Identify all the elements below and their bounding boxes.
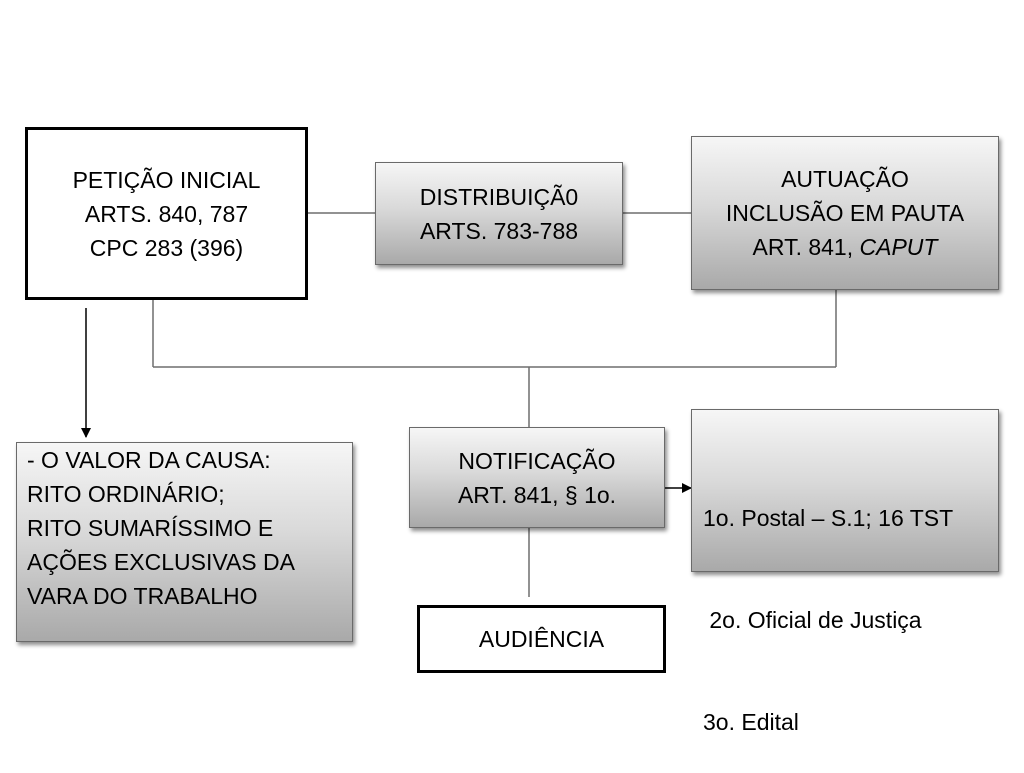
notificacao-box: NOTIFICAÇÃO ART. 841, § 1o. — [409, 427, 665, 528]
distribuicao-arts: ARTS. 783-788 — [419, 217, 579, 244]
valor-causa-box: - O VALOR DA CAUSA: RITO ORDINÁRIO; RITO… — [16, 442, 353, 642]
autuacao-art: ART. 841, CAPUT — [753, 230, 938, 264]
autuacao-art-caput: CAPUT — [859, 234, 938, 260]
audiencia-label: AUDIÊNCIA — [478, 626, 605, 652]
valor-line: VARA DO TRABALHO — [27, 583, 258, 609]
autuacao-inclusao: INCLUSÃO EM PAUTA — [725, 200, 965, 226]
peticao-cpc: CPC 283 (396) — [89, 234, 244, 261]
notificacao-art: ART. 841, § 1o. — [457, 481, 617, 508]
autuacao-title: AUTUAÇÃO — [781, 166, 909, 192]
peticao-inicial-box: PETIÇÃO INICIAL ARTS. 840, 787 CPC 283 (… — [25, 127, 308, 300]
autuacao-box: AUTUAÇÃO INCLUSÃO EM PAUTA ART. 841, CAP… — [691, 136, 999, 290]
notificacao-title: NOTIFICAÇÃO — [458, 447, 616, 474]
audiencia-box: AUDIÊNCIA — [417, 605, 666, 673]
valor-line: AÇÕES EXCLUSIVAS DA — [27, 549, 295, 575]
meio-oficial: 2o. Oficial de Justiça — [703, 607, 922, 633]
meio-edital: 3o. Edital — [703, 709, 799, 735]
autuacao-art-prefix: ART. 841, — [752, 234, 860, 260]
valor-line: - O VALOR DA CAUSA: — [27, 447, 271, 473]
distribuicao-title: DISTRIBUIÇÃ0 — [419, 183, 579, 210]
valor-causa-lines: - O VALOR DA CAUSA: RITO ORDINÁRIO; RITO… — [27, 443, 352, 613]
valor-line: RITO SUMARÍSSIMO E — [27, 515, 274, 541]
distribuicao-box: DISTRIBUIÇÃ0 ARTS. 783-788 — [375, 162, 623, 265]
valor-line: RITO ORDINÁRIO; — [27, 481, 225, 507]
peticao-arts: ARTS. 840, 787 — [84, 200, 249, 227]
meios-notificacao-box: 1o. Postal – S.1; 16 TST 2o. Oficial de … — [691, 409, 999, 735]
peticao-title: PETIÇÃO INICIAL — [72, 166, 261, 193]
meio-postal: 1o. Postal – S.1; 16 TST — [703, 505, 954, 531]
